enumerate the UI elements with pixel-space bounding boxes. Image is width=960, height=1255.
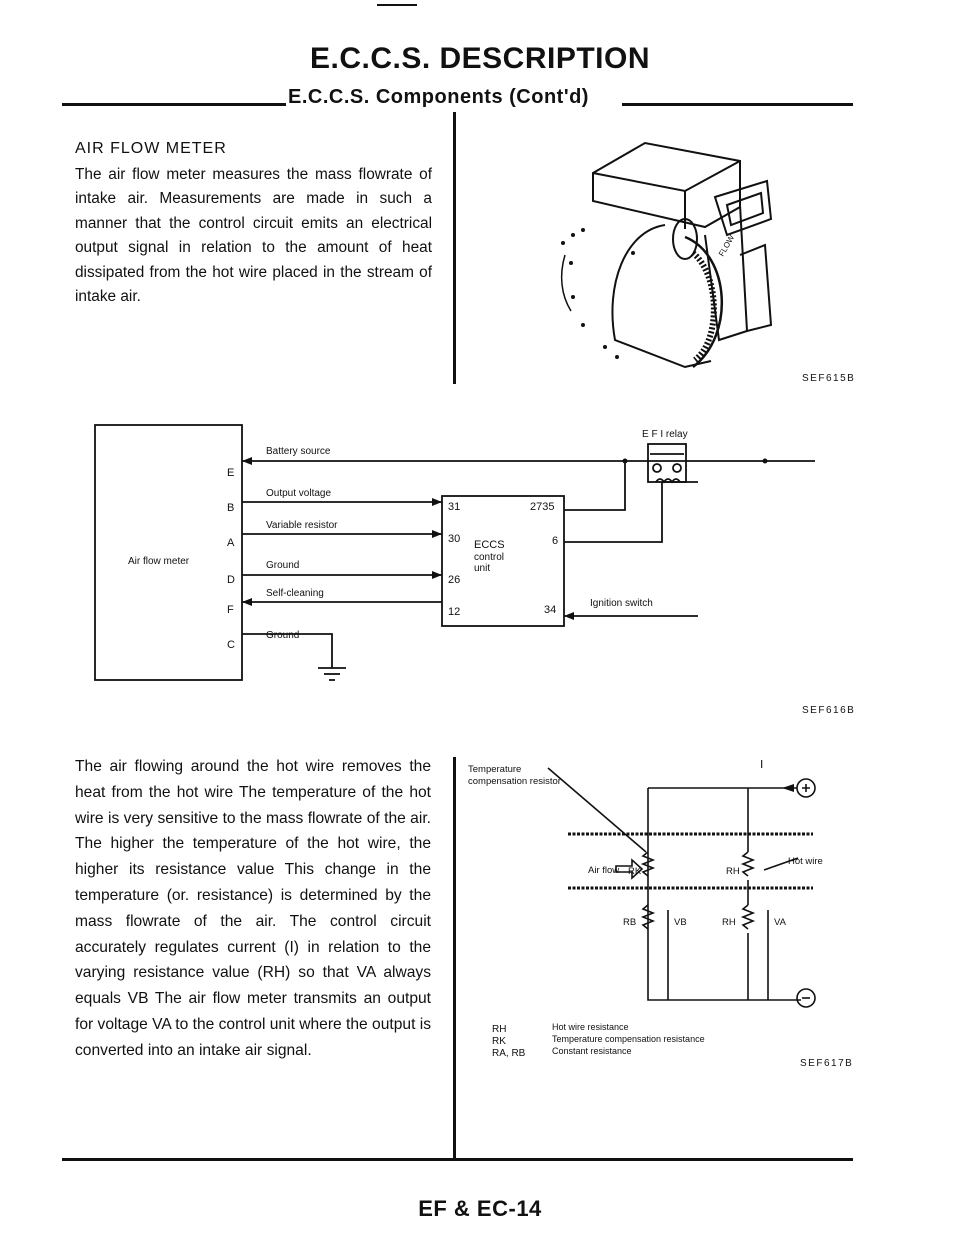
- ecu-pin-31: 31: [448, 501, 460, 513]
- air-flow-meter-label: Air flow meter: [128, 556, 190, 567]
- page-subtitle: E.C.C.S. Components (Cont'd): [288, 86, 589, 108]
- paragraph-hot-wire: The air flowing around the hot wire remo…: [75, 758, 431, 1059]
- legend-symbol-rk: RK: [492, 1036, 506, 1047]
- paragraph-intro: The air flow meter measures the mass flo…: [75, 166, 432, 306]
- pin-d: D: [227, 574, 235, 586]
- signal-ground-2: Ground: [266, 630, 299, 641]
- vb-label: VB: [674, 917, 687, 928]
- ecu-pin-6: 6: [552, 535, 558, 547]
- ecu-label-eccs: ECCS: [474, 539, 505, 551]
- page-title: E.C.C.S. DESCRIPTION: [309, 42, 651, 75]
- ecu-label-unit: unit: [474, 563, 490, 574]
- page-number: EF & EC-14: [418, 1196, 542, 1221]
- signal-self-cleaning: Self-cleaning: [266, 588, 324, 599]
- section-heading: AIR FLOW METER: [75, 140, 227, 157]
- efi-relay-label: E F I relay: [642, 429, 688, 440]
- pin-a: A: [227, 537, 235, 549]
- legend-symbol-rh: RH: [492, 1024, 506, 1035]
- signal-output-voltage: Output voltage: [266, 488, 331, 499]
- column-divider-top: [453, 112, 456, 384]
- footer-rule: [62, 1158, 853, 1161]
- subtitle-rule-right: [622, 103, 853, 106]
- ecu-label-control: control: [474, 552, 504, 563]
- subtitle-rule-left: [62, 103, 286, 106]
- figure1-code: SEF615B: [802, 373, 856, 384]
- air-flow-meter-illustration: FLOW: [560, 141, 773, 369]
- air-flow-label: Air flow: [588, 865, 619, 876]
- hot-wire-label: Hot wire: [788, 856, 823, 867]
- legend-text-rk: Temperature compensation resistance: [552, 1034, 705, 1044]
- pin-f: F: [227, 604, 234, 616]
- hot-wire-bridge-circuit: Temperature compensation resistor Hot wi…: [468, 760, 823, 1059]
- signal-variable-resistor: Variable resistor: [266, 520, 338, 531]
- ecu-pin-34: 34: [544, 604, 556, 616]
- current-label: I: [760, 760, 763, 771]
- ecu-pin-2735: 2735: [530, 501, 554, 513]
- ecu-pin-30: 30: [448, 533, 460, 545]
- rh-label: RH: [726, 866, 740, 877]
- compensation-resistor-label: compensation resistor: [468, 776, 561, 787]
- pin-e: E: [227, 467, 234, 479]
- ignition-switch-label: Ignition switch: [590, 598, 653, 609]
- pin-c: C: [227, 639, 235, 651]
- pin-b: B: [227, 502, 234, 514]
- ecu-pin-12: 12: [448, 606, 460, 618]
- rb-label: RB: [623, 917, 636, 928]
- legend-text-rh: Hot wire resistance: [552, 1022, 629, 1032]
- rh2-label: RH: [722, 917, 736, 928]
- rk-label: RK: [628, 866, 642, 877]
- top-tick-mark: [377, 4, 417, 6]
- legend-text-ra-rb: Constant resistance: [552, 1046, 632, 1056]
- figure3-code: SEF617B: [800, 1058, 854, 1069]
- temperature-label: Temperature: [468, 764, 521, 775]
- legend-symbol-ra-rb: RA, RB: [492, 1048, 526, 1059]
- air-flow-meter-wiring-diagram: E B A D F C Air flow meter Battery sourc…: [94, 424, 815, 681]
- figure2-code: SEF616B: [802, 705, 856, 716]
- ecu-pin-26: 26: [448, 574, 460, 586]
- signal-ground: Ground: [266, 560, 299, 571]
- signal-battery-source: Battery source: [266, 446, 331, 457]
- va-label: VA: [774, 917, 787, 928]
- column-divider-bottom: [453, 757, 456, 1161]
- flow-label: FLOW: [717, 233, 737, 258]
